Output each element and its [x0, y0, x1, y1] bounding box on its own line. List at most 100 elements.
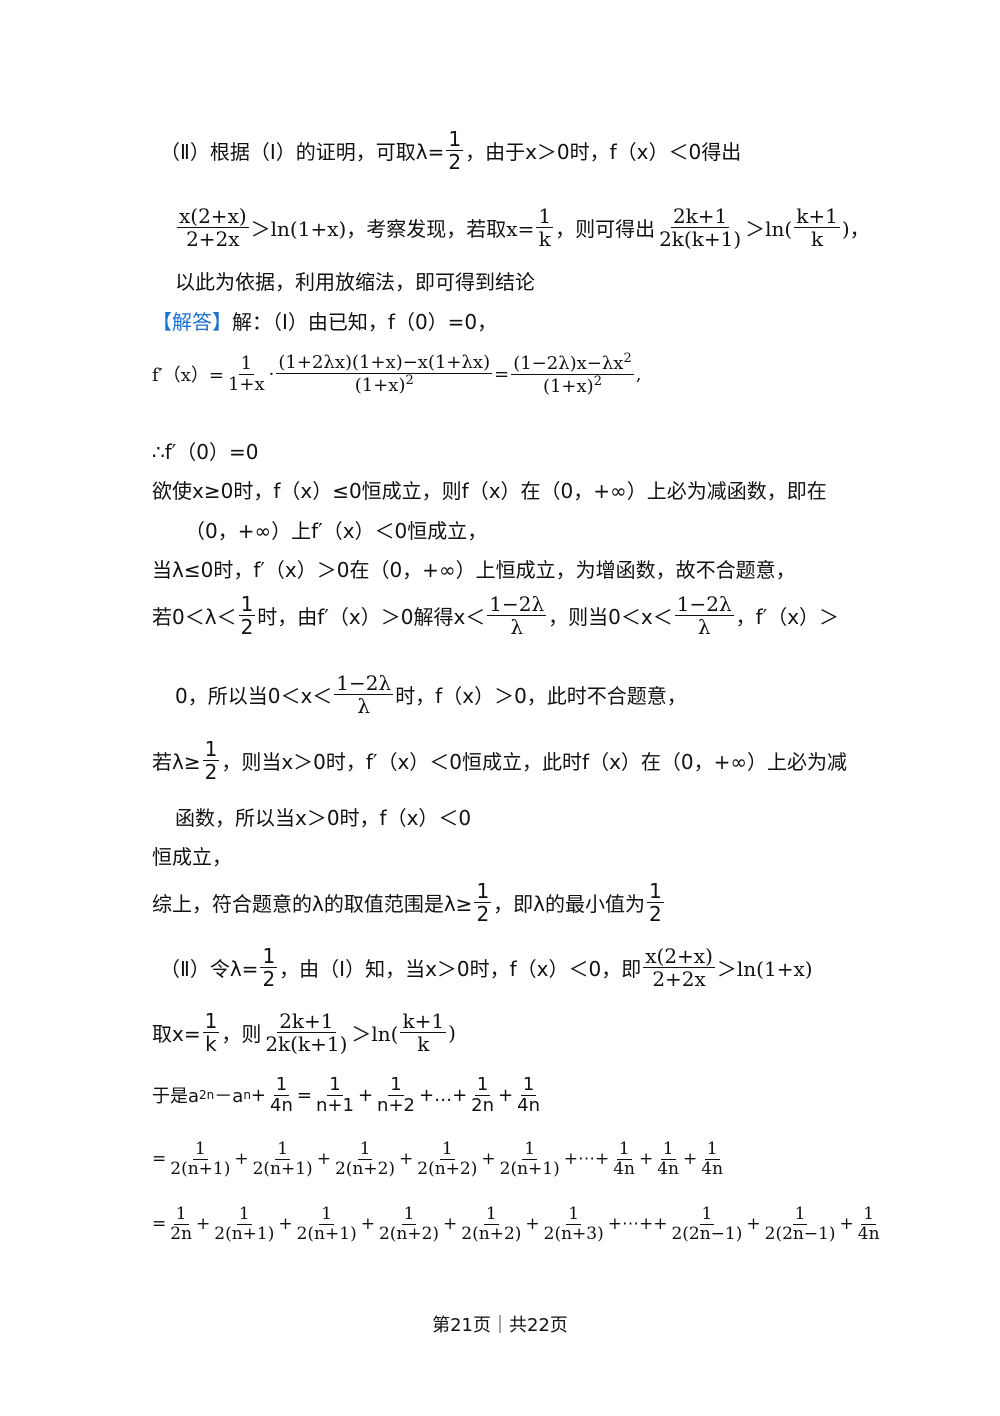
line-14: 恒成立，	[152, 841, 232, 870]
text: 取x=	[152, 1022, 201, 1046]
ellipsis: +⋯+	[563, 1149, 610, 1170]
text: 当λ≤0时，f′（x）＞0在（0，+∞）上恒成立，为增函数，故不合题意，	[152, 558, 796, 582]
text: 函数，所以当x＞0时，f（x）＜0	[175, 806, 472, 830]
text: ，则当0＜x＜	[548, 605, 673, 629]
line-6: ∴f′（0）=0	[152, 436, 259, 465]
line-9: 当λ≤0时，f′（x）＞0在（0，+∞）上恒成立，为增函数，故不合题意，	[152, 554, 796, 583]
comma: ,	[635, 363, 642, 385]
text: －a	[214, 1086, 244, 1108]
text: 时，由f′（x）＞0解得x＜	[257, 605, 486, 629]
line-4: 【解答】 解：（Ⅰ）由已知，f（0）=0，	[152, 306, 497, 335]
dot: ·	[268, 363, 275, 385]
fraction: (1+2λx)(1+x)−x(1+λx)(1+x)2	[276, 352, 493, 396]
equals: =	[494, 363, 510, 385]
text: 恒成立，	[152, 845, 232, 869]
text: ＞ln(	[745, 217, 793, 241]
paren: )	[448, 1020, 456, 1045]
line-7: 欲使x≥0时，f（x）≤0恒成立，则f（x）在（0，+∞）上必为减函数，即在	[152, 475, 827, 504]
fraction: (1−2λ)x−λx2(1+x)2	[511, 351, 634, 397]
text: （Ⅱ）令λ=	[160, 957, 259, 981]
text: ，即λ的最小值为	[493, 892, 646, 916]
text: ＞ln(1+x)	[716, 957, 813, 981]
text: ，由于x＞0时，f（x）＜0得出	[465, 140, 742, 164]
text: ，由（Ⅰ）知，当x＞0时，f（x）＜0，即	[279, 957, 642, 981]
text: f′（x）=	[152, 365, 224, 387]
text: ＞ln(	[351, 1022, 399, 1046]
answer-tag: 【解答】	[152, 310, 232, 334]
text: 若λ≥	[152, 750, 201, 774]
text: +…+	[418, 1084, 468, 1106]
text: ，则	[221, 1022, 262, 1046]
text: （0，+∞）上f′（x）＜0恒成立，	[185, 519, 488, 543]
subscript: 2n	[199, 1088, 215, 1103]
text: 时，f（x）＞0，此时不合题意，	[395, 684, 687, 708]
text: （Ⅱ）根据（Ⅰ）的证明，可取λ=	[160, 140, 445, 164]
line-8: （0，+∞）上f′（x）＜0恒成立，	[185, 515, 487, 544]
text: ∴f′（0）=0	[152, 440, 259, 464]
subscript: n	[243, 1088, 251, 1103]
text: 欲使x≥0时，f（x）≤0恒成立，则f（x）在（0，+∞）上必为减函数，即在	[152, 479, 827, 503]
page-footer: 第21页｜共22页	[432, 1315, 568, 1336]
text: )，	[841, 217, 870, 241]
line-3: 以此为依据，利用放缩法，即可得到结论	[175, 266, 535, 295]
text: 于是a	[152, 1086, 200, 1108]
text: ，则当x＞0时，f′（x）＜0恒成立，此时f（x）在（0，+∞）上必为减	[221, 750, 848, 774]
ellipsis: +⋯++	[607, 1214, 668, 1235]
line-13: 函数，所以当x＞0时，f（x）＜0	[175, 802, 471, 831]
text: 以此为依据，利用放缩法，即可得到结论	[175, 270, 535, 294]
fraction: x(2+x)2+2x	[177, 204, 249, 251]
text: 若0＜λ＜	[152, 605, 237, 629]
fraction: x(2+x)2+2x	[643, 944, 715, 991]
text: 综上，符合题意的λ的取值范围是λ≥	[152, 892, 473, 916]
text: ，f′（x）＞	[735, 605, 840, 629]
